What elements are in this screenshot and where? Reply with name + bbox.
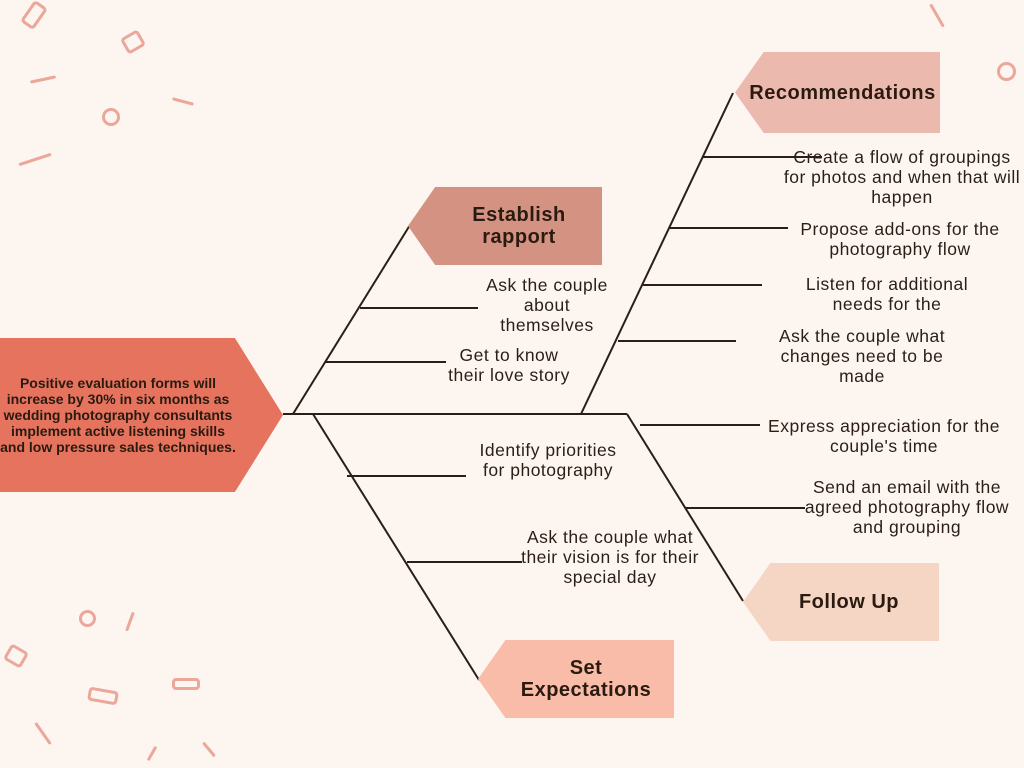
cause-recommendations-2: Propose add-ons for the photography flow xyxy=(800,219,1000,259)
cause-follow-up-1: Express appreciation for the couple's ti… xyxy=(768,416,1000,456)
category-establish-rapport: Establish rapport xyxy=(408,187,602,265)
category-follow-up: Follow Up xyxy=(743,563,939,641)
cause-recommendations-1: Create a flow of groupings for photos an… xyxy=(783,147,1021,207)
bone-expectations xyxy=(312,413,480,681)
cause-expectations-2: Ask the couple what their vision is for … xyxy=(521,527,699,587)
cause-recommendations-3: Listen for additional needs for the xyxy=(805,274,969,314)
cause-follow-up-2: Send an email with the agreed photograph… xyxy=(804,477,1010,537)
category-label: Follow Up xyxy=(798,591,900,613)
cause-recommendations-4: Ask the couple what changes need to be m… xyxy=(778,326,946,386)
category-label: Set Expectations xyxy=(520,657,652,701)
cause-rapport-1: Ask the couple about themselves xyxy=(486,275,608,335)
cause-expectations-1: Identify priorities for photography xyxy=(479,440,617,480)
problem-statement: Positive evaluation forms will increase … xyxy=(0,338,283,492)
cause-rapport-2: Get to know their love story xyxy=(448,345,570,385)
category-label: Establish rapport xyxy=(472,204,566,248)
category-label: Recommendations xyxy=(749,81,936,104)
bone-recommendations xyxy=(580,92,734,415)
category-recommendations: Recommendations xyxy=(735,52,940,133)
category-set-expectations: Set Expectations xyxy=(478,640,674,718)
problem-text: Positive evaluation forms will increase … xyxy=(0,375,236,455)
bone-rapport xyxy=(292,224,411,415)
